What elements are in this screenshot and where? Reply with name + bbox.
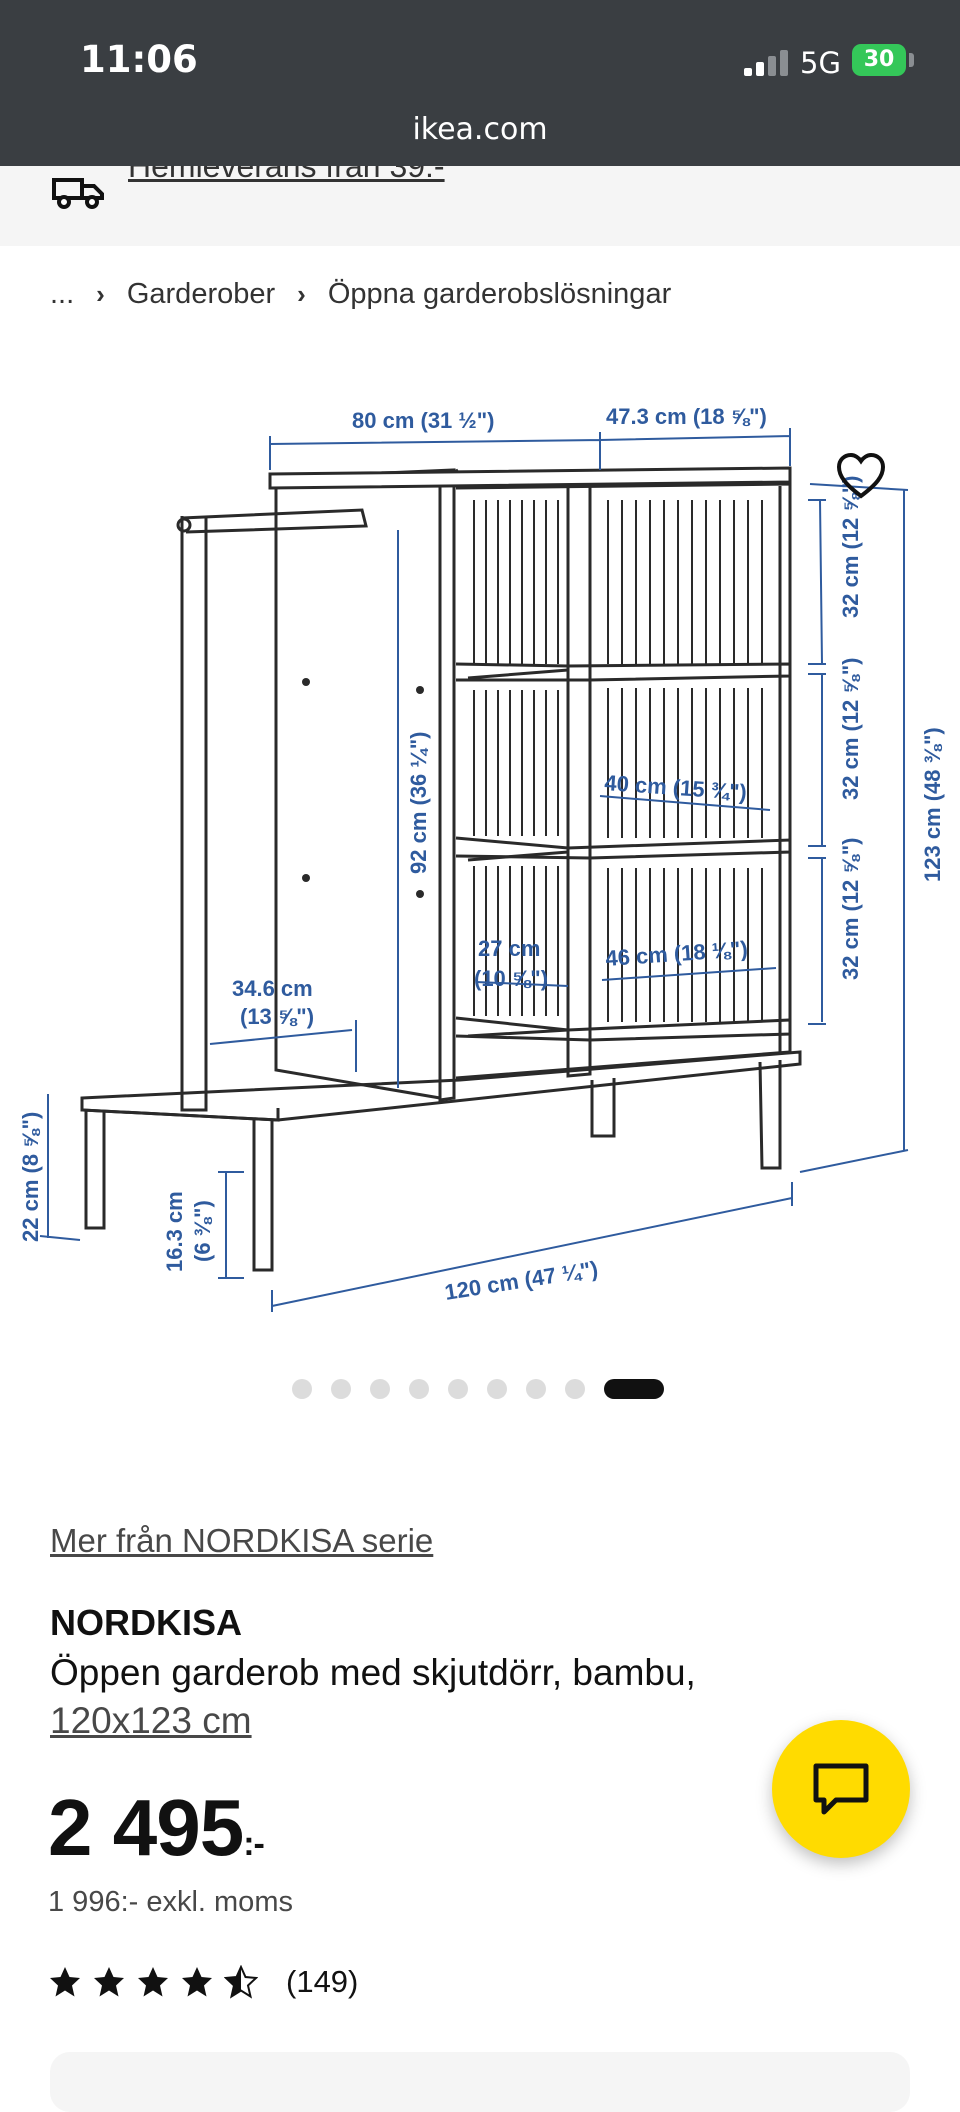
dim-top-depth: 47.3 cm (18 ⅝") bbox=[606, 404, 767, 429]
dim-top-width: 80 cm (31 ½") bbox=[352, 408, 495, 433]
carousel-dot[interactable] bbox=[526, 1379, 546, 1399]
dim-leg-height-in: (6 ⅜") bbox=[190, 1200, 215, 1262]
dim-total-width: 120 cm (47 ¼") bbox=[443, 1256, 600, 1305]
star-icon bbox=[94, 1967, 124, 1997]
signal-icon bbox=[744, 50, 788, 76]
dim-compartment-width: 40 cm (15 ¾") bbox=[604, 770, 748, 805]
star-icon bbox=[182, 1967, 212, 1997]
price-suffix: :- bbox=[243, 1825, 265, 1863]
dim-shelf-3: 32 cm (12 ⅝") bbox=[838, 837, 863, 980]
browser-url[interactable]: ikea.com bbox=[412, 112, 548, 147]
carousel-dot[interactable] bbox=[292, 1379, 312, 1399]
dim-leg-height-cm: 16.3 cm bbox=[162, 1191, 187, 1272]
star-icon bbox=[50, 1967, 80, 1997]
status-bar: 11:06 5G 30 ikea.com bbox=[0, 0, 960, 166]
chevron-right-icon: › bbox=[297, 279, 306, 309]
dim-inner-depth-cm: 27 cm bbox=[478, 936, 540, 961]
dim-shelf-2: 32 cm (12 ⅝") bbox=[838, 657, 863, 800]
next-section-card bbox=[50, 2052, 910, 2112]
breadcrumb-ellipsis[interactable]: ... bbox=[50, 278, 75, 310]
delivery-link[interactable]: Hemleverans från 39:- bbox=[128, 166, 445, 184]
carousel-indicator[interactable] bbox=[292, 1378, 664, 1400]
chevron-right-icon: › bbox=[96, 279, 105, 309]
chat-icon bbox=[813, 1763, 869, 1815]
breadcrumb: ... › Garderober › Öppna garderobslösnin… bbox=[50, 278, 671, 311]
star-icon bbox=[138, 1967, 168, 1997]
carousel-dot[interactable] bbox=[409, 1379, 429, 1399]
series-link[interactable]: Mer från NORDKISA serie bbox=[50, 1522, 434, 1559]
carousel-dot[interactable] bbox=[487, 1379, 507, 1399]
product-description: Öppen garderob med skjutdörr, bambu, bbox=[50, 1652, 696, 1693]
chat-button[interactable] bbox=[772, 1720, 910, 1858]
heart-icon[interactable] bbox=[835, 450, 887, 502]
breadcrumb-open-wardrobes[interactable]: Öppna garderobslösningar bbox=[327, 278, 672, 310]
battery-nub bbox=[909, 53, 914, 67]
battery-icon: 30 bbox=[852, 44, 906, 76]
truck-icon bbox=[52, 178, 104, 209]
dim-shelf-width: 46 cm (18 ⅛") bbox=[605, 936, 749, 971]
product-price: 2 495:- bbox=[48, 1782, 265, 1874]
carousel-dot[interactable] bbox=[565, 1379, 585, 1399]
breadcrumb-garderober[interactable]: Garderober bbox=[126, 278, 276, 310]
dim-total-height: 123 cm (48 ⅜") bbox=[920, 727, 945, 882]
dim-inner-depth-in: (10 ⅝") bbox=[474, 966, 548, 991]
dim-bench-depth-in: (13 ⅝") bbox=[240, 1004, 314, 1029]
product-size-link[interactable]: 120x123 cm bbox=[50, 1700, 252, 1741]
review-count[interactable]: (149) bbox=[286, 1964, 359, 1999]
star-half-icon bbox=[224, 1965, 258, 1999]
dim-base-height: 22 cm (8 ⅝") bbox=[18, 1112, 43, 1242]
dim-rail-height: 92 cm (36 ¼") bbox=[406, 731, 431, 874]
network-type: 5G bbox=[800, 46, 841, 80]
dim-shelf-1: 32 cm (12 ⅝") bbox=[838, 475, 863, 618]
product-rating[interactable]: (149) bbox=[48, 1964, 358, 2000]
carousel-dot[interactable] bbox=[370, 1379, 390, 1399]
delivery-banner[interactable]: Hemleverans från 39:- bbox=[0, 166, 960, 246]
carousel-dot-active[interactable] bbox=[604, 1379, 664, 1399]
carousel-dot[interactable] bbox=[448, 1379, 468, 1399]
carousel-dot[interactable] bbox=[331, 1379, 351, 1399]
price-value: 2 495 bbox=[48, 1783, 244, 1872]
price-ex-vat: 1 996:- exkl. moms bbox=[48, 1886, 293, 1918]
product-name: NORDKISA bbox=[50, 1602, 243, 1643]
status-time: 11:06 bbox=[80, 38, 198, 81]
dim-bench-depth-cm: 34.6 cm bbox=[232, 976, 313, 1001]
product-dimension-image[interactable]: 80 cm (31 ½") 47.3 cm (18 ⅝") 32 cm (12 … bbox=[0, 380, 960, 1320]
